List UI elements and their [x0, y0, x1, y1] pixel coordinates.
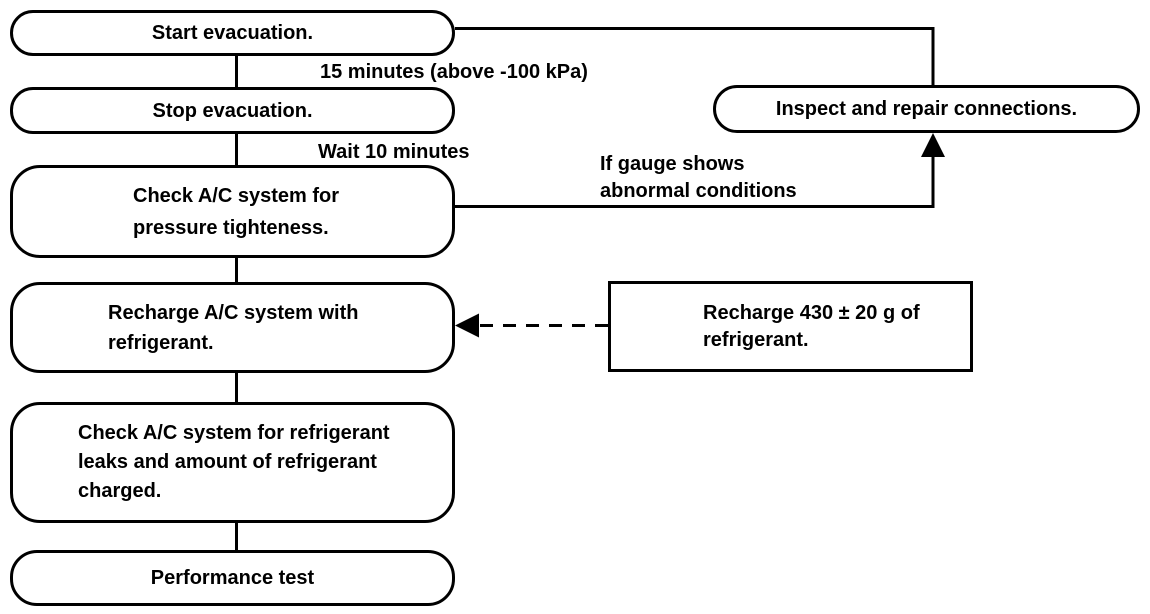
node-check-pressure-tightness: Check A/C system for pressure tighteness… [10, 165, 455, 258]
node-stop-evacuation: Stop evacuation. [10, 87, 455, 134]
arrow-left-icon [455, 313, 479, 338]
label-evacuation-time: 15 minutes (above -100 kPa) [320, 61, 588, 83]
node-performance-test: Performance test [10, 550, 455, 606]
label-wait-10-minutes: Wait 10 minutes [318, 141, 470, 163]
connector-abnormal-branch [455, 152, 935, 208]
node-check-refrigerant-leaks: Check A/C system for refrigerant leaks a… [10, 402, 455, 523]
node-start-evacuation: Start evacuation. [10, 10, 455, 56]
label-abnormal-condition: If gauge shows abnormal conditions [600, 153, 797, 202]
connector-inspect-return [455, 27, 935, 85]
arrow-up-icon [921, 133, 945, 157]
node-recharge-refrigerant: Recharge A/C system with refrigerant. [10, 282, 455, 373]
note-recharge-amount: Recharge 430 ± 20 g of refrigerant. [608, 281, 973, 372]
node-inspect-repair-connections: Inspect and repair connections. [713, 85, 1140, 133]
